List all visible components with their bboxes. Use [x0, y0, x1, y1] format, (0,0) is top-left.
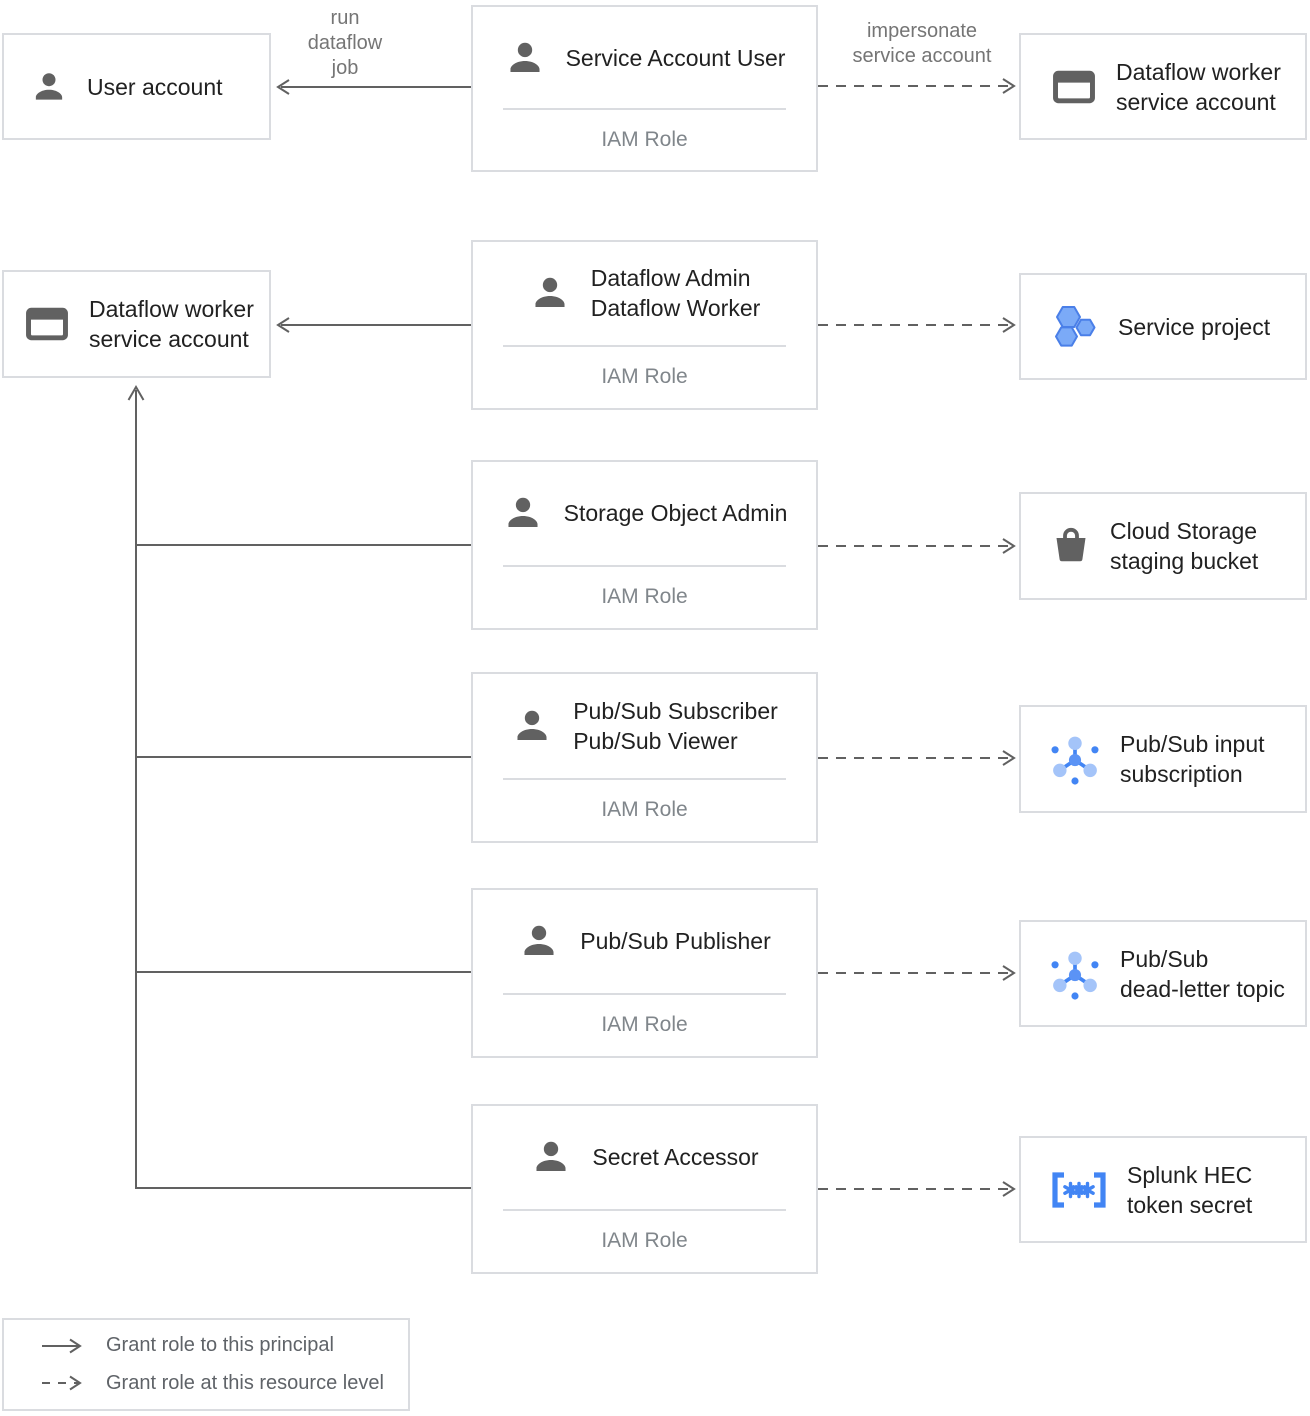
divider [503, 344, 786, 347]
pubsub-icon [1049, 948, 1101, 1000]
role-title: Dataflow Admin [590, 265, 751, 292]
person-icon [504, 36, 546, 80]
node-service-account-user-role: Service Account User IAM Role [471, 5, 818, 172]
person-icon [30, 67, 68, 107]
arrow-resource-dead-letter-topic [818, 965, 1016, 981]
edge-label-impersonate: impersonate service account [852, 20, 992, 67]
node-dataflow-worker-sa-left: Dataflow worker service account [2, 270, 271, 378]
divider [503, 777, 786, 780]
legend-row-dashed: Grant role at this resource level [40, 1372, 408, 1395]
iam-role-label: IAM Role [601, 1229, 688, 1253]
node-label: Cloud Storage staging bucket [1110, 518, 1259, 574]
node-pubsub-subscriber-viewer-role: Pub/Sub Subscriber Pub/Sub Viewer IAM Ro… [471, 672, 818, 843]
role-title: Pub/Sub Subscriber [573, 697, 778, 724]
node-label: Pub/Sub dead-letter topic [1120, 945, 1285, 1002]
arrow-resource-staging-bucket [818, 538, 1016, 554]
project-hexagons-icon [1051, 304, 1099, 350]
arrow-resource-input-subscription [818, 750, 1016, 766]
person-icon [511, 704, 553, 748]
dashed-arrow-icon [42, 1375, 82, 1391]
node-pubsub-dead-letter-topic: Pub/Sub dead-letter topic [1019, 920, 1307, 1027]
node-label: Dataflow worker service account [1116, 58, 1281, 115]
node-dataflow-worker-sa-top: Dataflow worker service account [1019, 33, 1307, 140]
arrow-resource-token-secret [818, 1181, 1016, 1197]
person-icon [530, 1135, 572, 1179]
legend-row-solid: Grant role to this principal [40, 1334, 408, 1357]
iam-role-label: IAM Role [601, 585, 688, 609]
node-pubsub-input-subscription: Pub/Sub input subscription [1019, 705, 1307, 813]
arrow-grant-dataflow-roles [276, 317, 471, 333]
service-account-card-icon [1051, 67, 1097, 107]
node-storage-object-admin-role: Storage Object Admin IAM Role [471, 460, 818, 630]
person-icon [502, 491, 544, 535]
iam-role-label: IAM Role [601, 798, 688, 822]
legend: Grant role to this principal Grant role … [2, 1318, 410, 1411]
iam-role-label: IAM Role [601, 128, 688, 152]
iam-role-label: IAM Role [601, 365, 688, 389]
service-account-card-icon [24, 304, 70, 344]
node-pubsub-publisher-role: Pub/Sub Publisher IAM Role [471, 888, 818, 1058]
divider [503, 1208, 786, 1211]
role-title: Pub/Sub Viewer [573, 727, 738, 754]
pubsub-icon [1049, 733, 1101, 785]
arrow-run-dataflow-job [276, 79, 471, 95]
solid-arrow-icon [42, 1338, 82, 1354]
arrow-impersonate-service-account [818, 78, 1016, 94]
legend-label-solid: Grant role to this principal [106, 1334, 334, 1357]
role-title: Service Account User [565, 44, 786, 71]
role-title: Storage Object Admin [563, 500, 788, 527]
edge-label-run-dataflow-job: run dataflow job [307, 7, 383, 79]
node-cloud-storage-staging-bucket: Cloud Storage staging bucket [1019, 492, 1307, 600]
storage-bucket-icon [1051, 527, 1091, 565]
secret-brackets-icon [1047, 1168, 1111, 1212]
node-label: Dataflow worker service account [89, 296, 254, 352]
node-secret-accessor-role: Secret Accessor IAM Role [471, 1104, 818, 1274]
role-title: Pub/Sub Publisher [580, 928, 771, 955]
role-title: Secret Accessor [592, 1144, 759, 1171]
node-label: Service project [1118, 313, 1271, 340]
divider [503, 992, 786, 995]
trunk-grant-to-worker-sa [127, 384, 471, 1189]
arrow-resource-service-project [818, 317, 1016, 333]
person-icon [529, 271, 571, 315]
divider [503, 564, 786, 567]
node-label: Splunk HEC token secret [1127, 1161, 1253, 1218]
divider [503, 108, 786, 111]
person-icon [518, 919, 560, 963]
node-splunk-hec-token-secret: Splunk HEC token secret [1019, 1136, 1307, 1243]
iam-role-label: IAM Role [601, 1013, 688, 1037]
node-user-account: User account [2, 33, 271, 140]
node-label: User account [87, 73, 223, 100]
node-service-project: Service project [1019, 273, 1307, 380]
node-label: Pub/Sub input subscription [1120, 731, 1265, 787]
node-dataflow-admin-worker-role: Dataflow Admin Dataflow Worker IAM Role [471, 240, 818, 410]
role-title: Dataflow Worker [590, 295, 761, 322]
legend-label-dashed: Grant role at this resource level [106, 1371, 384, 1394]
